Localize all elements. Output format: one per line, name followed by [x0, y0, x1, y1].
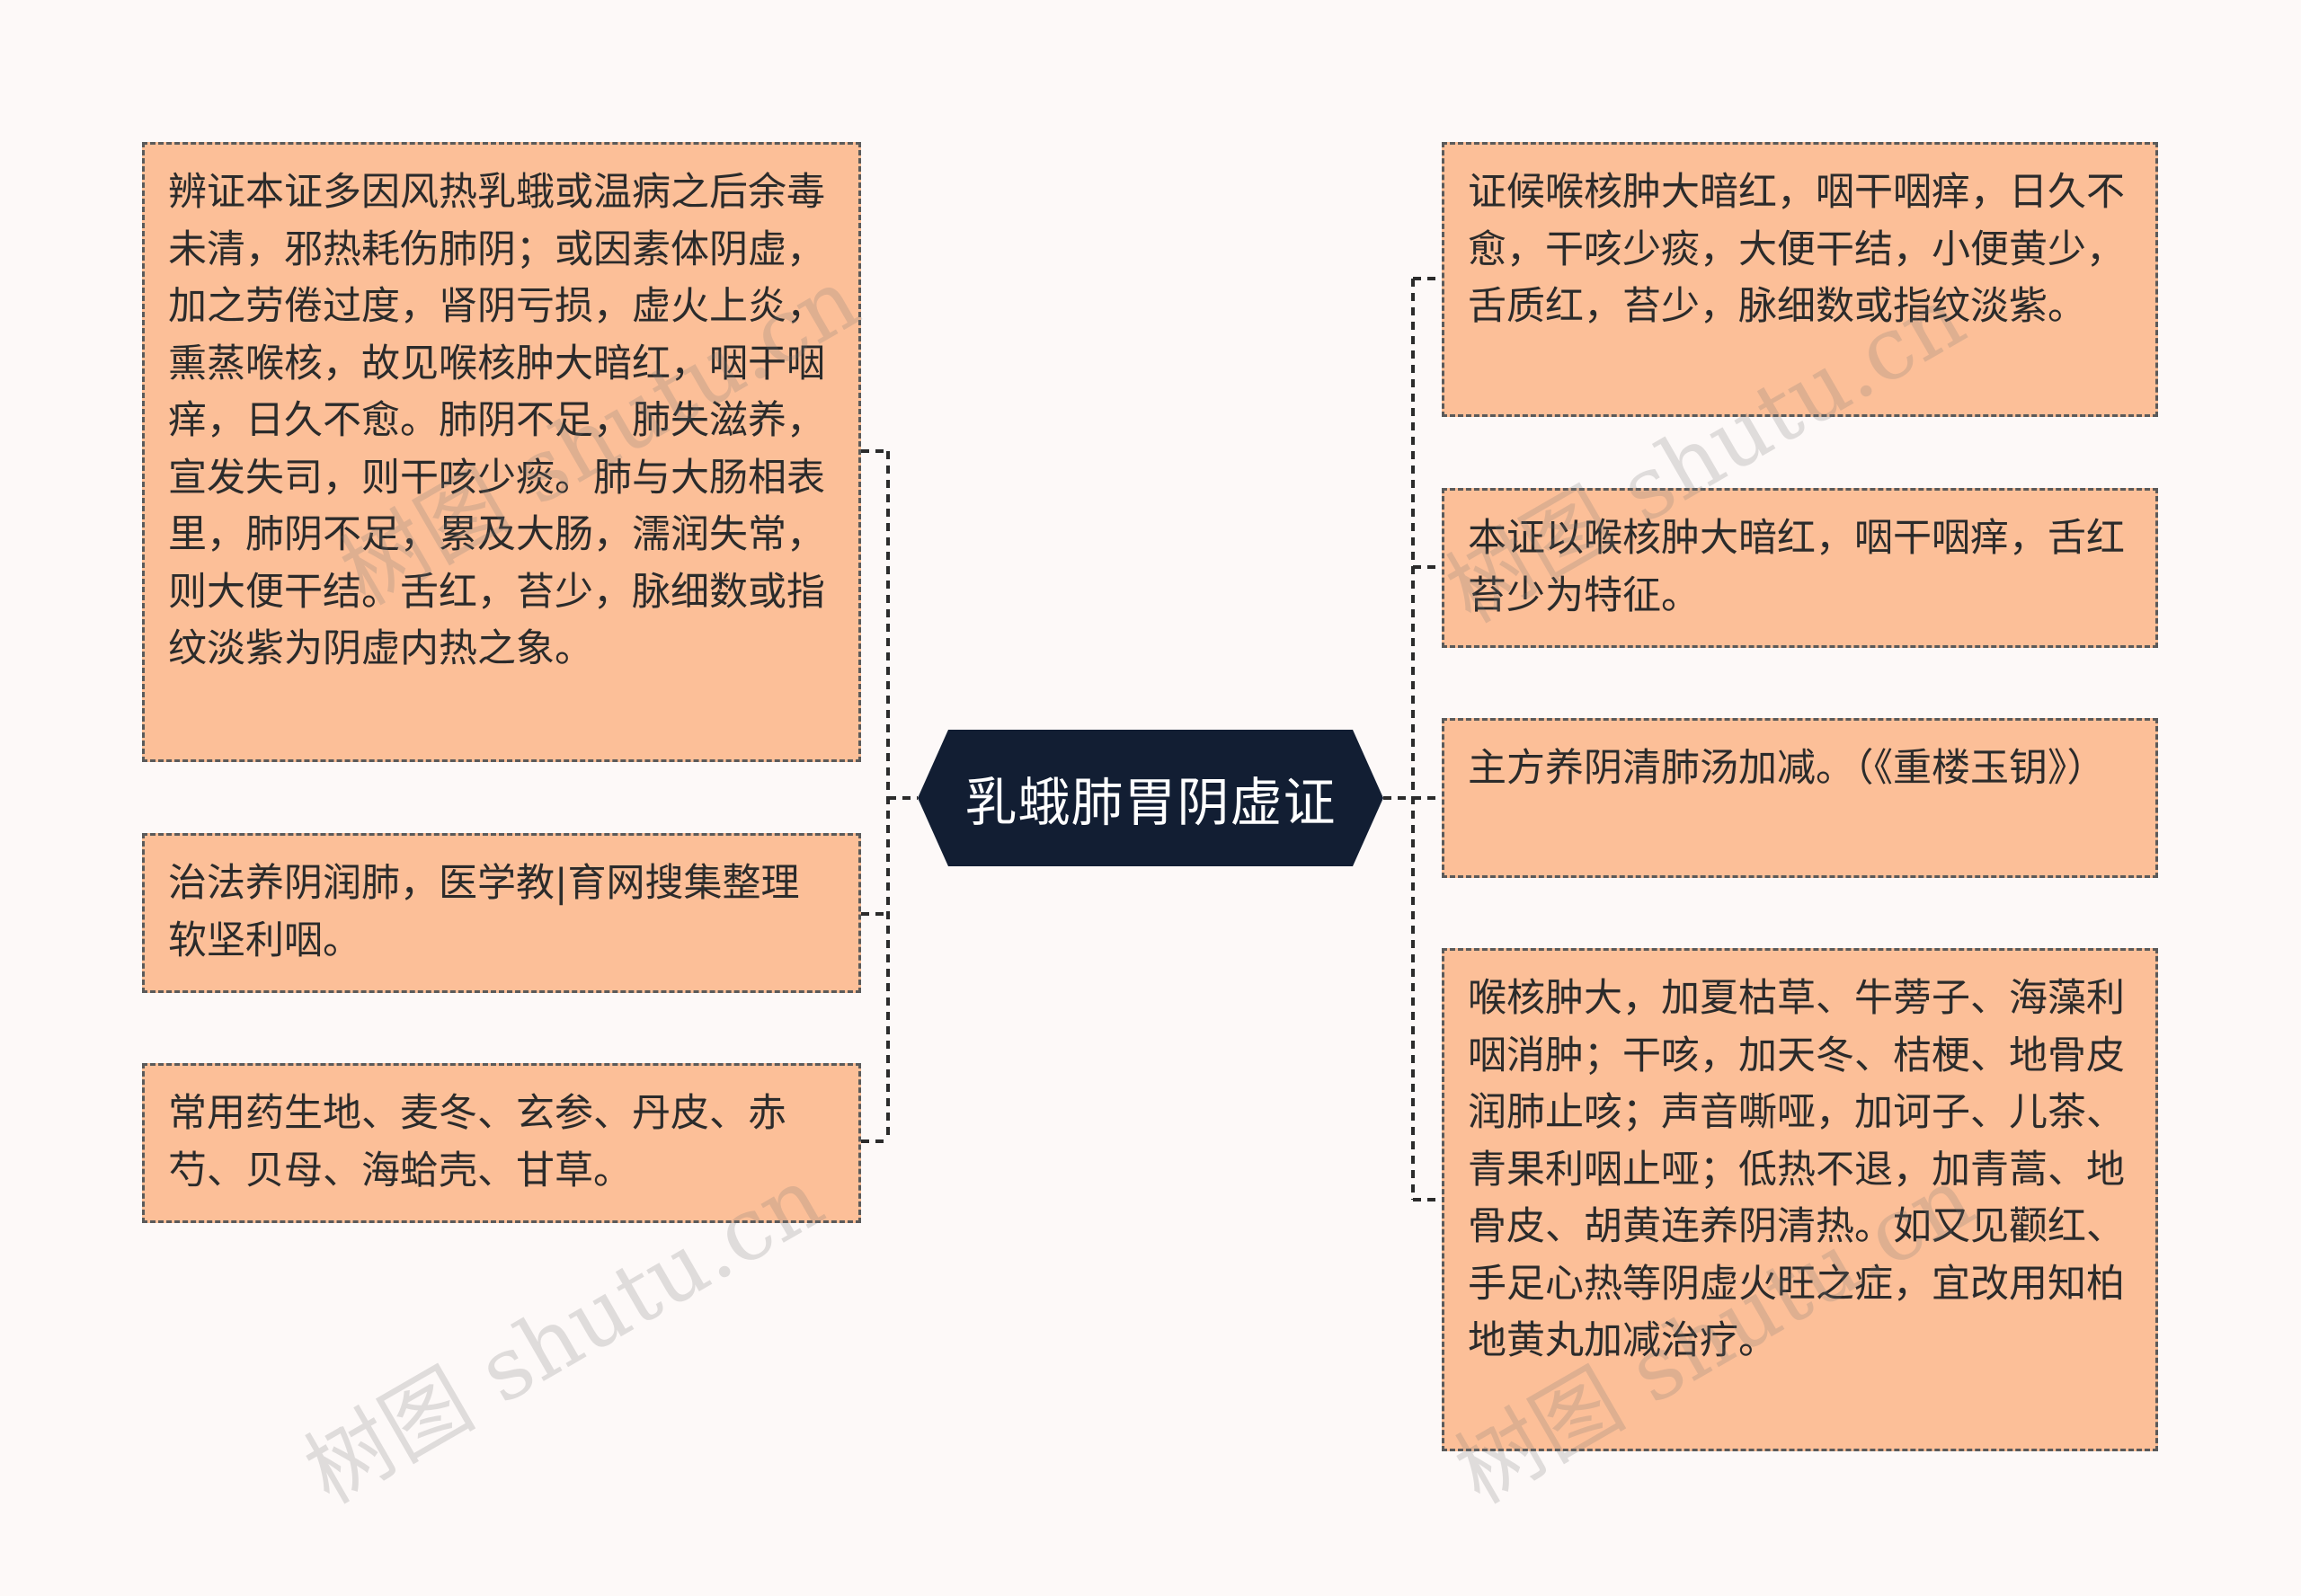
right-node-features-text: 本证以喉核肿大暗红，咽干咽痒，舌红苔少为特征。 [1468, 516, 2125, 618]
right-node-symptoms-text: 证候喉核肿大暗红，咽干咽痒，日久不愈，干咳少痰，大便干结，小便黄少，舌质红，苔少… [1468, 170, 2125, 329]
central-topic-title: 乳蛾肺胃阴虚证 [964, 772, 1337, 833]
right-node-prescription-text: 主方养阴清肺汤加减。（《重楼玉钥》） [1468, 746, 2106, 791]
left-node-diagnosis-text: 辨证本证多因风热乳蛾或温病之后余毒未清，邪热耗伤肺阴；或因素体阴虚，加之劳倦过度… [168, 170, 825, 671]
right-node-prescription[interactable]: 主方养阴清肺汤加减。（《重楼玉钥》） [1442, 718, 2158, 878]
left-node-diagnosis[interactable]: 辨证本证多因风热乳蛾或温病之后余毒未清，邪热耗伤肺阴；或因素体阴虚，加之劳倦过度… [142, 142, 861, 762]
left-node-medicine[interactable]: 常用药生地、麦冬、玄参、丹皮、赤芍、贝母、海蛤壳、甘草。 [142, 1063, 861, 1223]
central-topic[interactable]: 乳蛾肺胃阴虚证 [918, 730, 1383, 866]
left-node-medicine-text: 常用药生地、麦冬、玄参、丹皮、赤芍、贝母、海蛤壳、甘草。 [168, 1091, 786, 1193]
right-node-symptoms[interactable]: 证候喉核肿大暗红，咽干咽痒，日久不愈，干咳少痰，大便干结，小便黄少，舌质红，苔少… [1442, 142, 2158, 417]
left-node-treatment-text: 治法养阴润肺，医学教|育网搜集整理软坚利咽。 [168, 861, 800, 963]
right-node-modifications[interactable]: 喉核肿大，加夏枯草、牛蒡子、海藻利咽消肿；干咳，加天冬、桔梗、地骨皮润肺止咳；声… [1442, 948, 2158, 1451]
left-node-treatment[interactable]: 治法养阴润肺，医学教|育网搜集整理软坚利咽。 [142, 833, 861, 993]
right-node-features[interactable]: 本证以喉核肿大暗红，咽干咽痒，舌红苔少为特征。 [1442, 488, 2158, 648]
right-node-modifications-text: 喉核肿大，加夏枯草、牛蒡子、海藻利咽消肿；干咳，加天冬、桔梗、地骨皮润肺止咳；声… [1468, 976, 2125, 1363]
